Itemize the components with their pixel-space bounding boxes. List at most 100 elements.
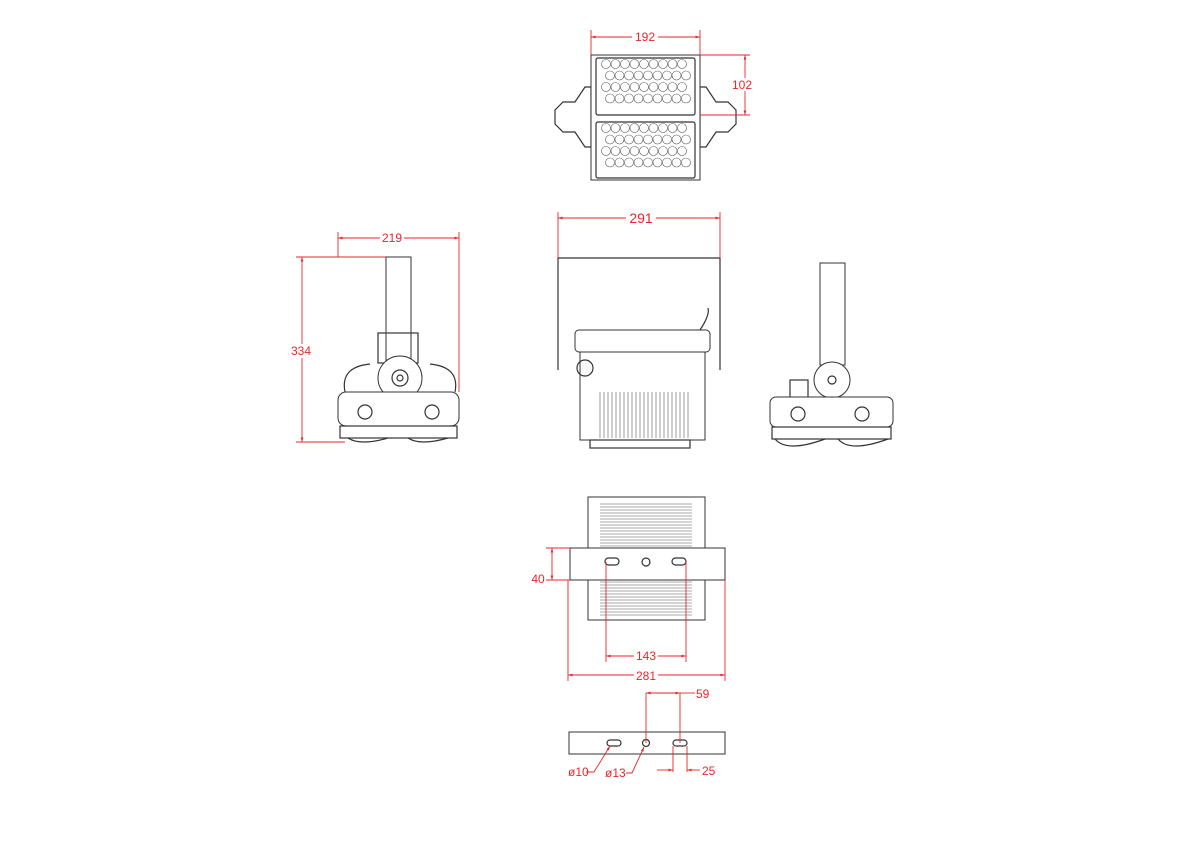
top-view: [554, 54, 737, 181]
bracket-frame: [557, 257, 721, 370]
dim-label: ø13: [605, 766, 626, 780]
led-lens: [643, 70, 653, 81]
led-lens: [605, 157, 615, 168]
led-lens: [620, 59, 630, 69]
dim-label: 192: [635, 30, 655, 44]
led-lens: [662, 134, 672, 145]
dim-143: 143: [605, 562, 687, 663]
led-lens: [671, 134, 682, 145]
left-yoke: [554, 86, 592, 148]
led-lens: [614, 157, 625, 168]
housing-side: [337, 391, 460, 427]
led-lens: [671, 70, 682, 81]
dim-label: 143: [636, 649, 656, 663]
slot-hole: [606, 739, 622, 747]
dim-label: 219: [382, 231, 402, 245]
led-lens: [681, 134, 691, 145]
led-lens: [658, 82, 668, 92]
led-lens: [610, 146, 621, 156]
dim-label: 281: [636, 669, 656, 683]
dim-dia-10: ø10: [568, 745, 611, 779]
cable: [699, 307, 709, 331]
led-lens: [601, 123, 611, 133]
led-lens: [681, 157, 691, 168]
mounting-pole: [819, 262, 846, 366]
led-lens: [652, 157, 663, 168]
dim-label: 25: [702, 764, 716, 778]
led-module-bottom: [595, 121, 696, 179]
dim-59: 59: [645, 687, 710, 743]
led-lens: [677, 123, 687, 133]
led-lens: [605, 70, 615, 81]
led-module-top: [595, 57, 696, 116]
led-lens: [652, 70, 663, 81]
dim-291: 291: [557, 210, 721, 258]
led-lens: [648, 146, 659, 156]
dim-40: 40: [531, 547, 570, 586]
front-view: [557, 257, 721, 449]
dim-dia-13: ø13: [605, 746, 645, 780]
led-lens: [629, 82, 640, 92]
led-lens: [681, 70, 691, 81]
driver-box: [574, 329, 711, 353]
led-lens: [667, 82, 678, 92]
dim-25: 25: [657, 746, 716, 778]
dim-label: ø10: [568, 765, 589, 779]
dim-192: 192: [590, 30, 701, 55]
led-lens: [677, 146, 687, 156]
led-lens: [677, 82, 687, 92]
led-lens: [648, 123, 659, 133]
right-yoke: [699, 86, 737, 148]
dim-334: 334: [289, 256, 386, 443]
led-lens: [658, 146, 668, 156]
dim-label: 40: [531, 572, 545, 586]
led-lens: [624, 157, 634, 168]
housing-side: [769, 396, 894, 428]
dim-281: 281: [567, 580, 726, 683]
led-lens: [610, 82, 621, 92]
heatsink-body: [579, 351, 706, 441]
bracket-plate: [568, 731, 726, 755]
led-lens: [648, 59, 659, 69]
led-lens: [614, 70, 625, 81]
led-lens: [605, 93, 615, 104]
led-lens: [648, 82, 659, 92]
led-lens: [662, 93, 672, 104]
led-lens: [639, 59, 649, 69]
led-lens: [633, 157, 644, 168]
pivot-disc: [813, 361, 851, 399]
led-lens: [620, 146, 630, 156]
led-lens: [601, 146, 611, 156]
led-lens: [601, 82, 611, 92]
dim-label: 102: [732, 78, 752, 92]
led-lens: [662, 70, 672, 81]
led-lens: [667, 59, 678, 69]
led-lens: [643, 134, 653, 145]
led-lens: [614, 134, 625, 145]
led-lens-array: [601, 59, 691, 168]
housing-outline: [590, 54, 701, 181]
led-lens: [620, 123, 630, 133]
led-lens: [643, 93, 653, 104]
led-lens: [652, 134, 663, 145]
led-lens: [601, 59, 611, 69]
bracket-detail: [568, 731, 726, 755]
led-lens: [667, 146, 678, 156]
left-side-view: [337, 256, 460, 443]
led-lens: [671, 157, 682, 168]
lens-base: [339, 425, 458, 439]
led-lens: [681, 93, 691, 104]
led-lens: [624, 93, 634, 104]
cable-gland: [789, 379, 809, 399]
led-lens: [629, 146, 640, 156]
dim-219: 219: [337, 231, 460, 392]
heatsink-fins: [600, 503, 692, 616]
mounting-pole: [385, 256, 412, 361]
dim-label: 59: [696, 687, 710, 701]
led-lens: [610, 123, 621, 133]
led-lens: [620, 82, 630, 92]
led-lens: [624, 134, 634, 145]
led-lens: [624, 70, 634, 81]
led-lens: [614, 93, 625, 104]
